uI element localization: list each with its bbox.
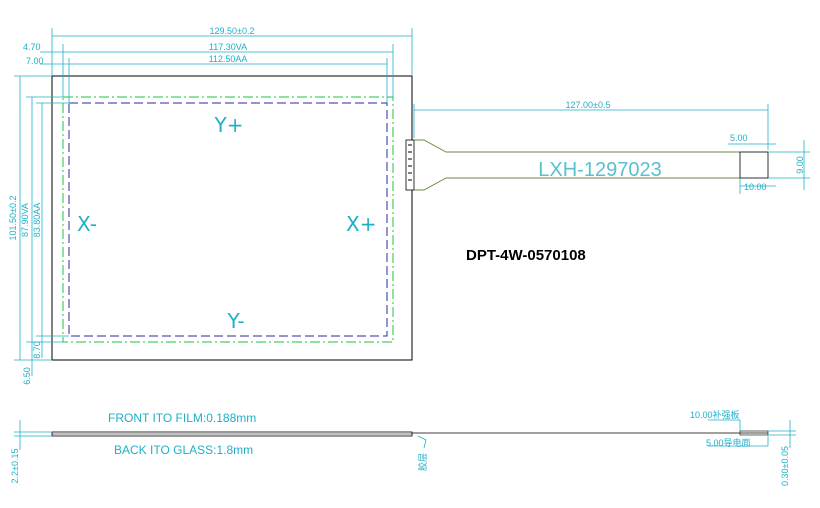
bottom-offset-dim-2: 8.70 bbox=[32, 341, 42, 359]
x-minus-mark: X- bbox=[77, 212, 97, 236]
y-plus-mark: Y+ bbox=[214, 113, 244, 137]
active-area-outline bbox=[68, 102, 388, 337]
left-offset-dim: 7.00 bbox=[26, 56, 44, 66]
stiffener-note: 10.00补强板 bbox=[690, 409, 740, 420]
aa-width-dim: 112.50AA bbox=[209, 54, 248, 64]
tail-dimensions bbox=[413, 104, 810, 194]
tail-end-height-dim: 9.00 bbox=[795, 156, 805, 174]
front-film-label: FRONT ITO FILM:0.188mm bbox=[108, 411, 256, 425]
top-dimensions bbox=[40, 28, 413, 103]
outer-height-dim: 101.50±0.2 bbox=[8, 196, 18, 241]
outer-width-dim: 129.50±0.2 bbox=[210, 26, 255, 36]
total-thickness-dim: 2.2±0.15 bbox=[10, 449, 20, 484]
flex-tail bbox=[405, 139, 769, 191]
side-view bbox=[14, 419, 796, 450]
y-minus-mark: Y- bbox=[226, 309, 244, 333]
part-number: DPT-4W-0570108 bbox=[466, 247, 586, 264]
tail-length-dim: 127.00±0.5 bbox=[566, 100, 611, 110]
tail-label: LXH-1297023 bbox=[538, 159, 661, 181]
top-offset-dim: 4.70 bbox=[23, 42, 41, 52]
adhesive-note: 胶层 bbox=[417, 453, 428, 471]
va-height-dim: 87.90VA bbox=[20, 203, 30, 237]
bottom-offset-dim-1: 6.50 bbox=[22, 367, 32, 385]
aa-height-dim: 83.80AA bbox=[32, 203, 42, 238]
conductive-note: 5.00导电面 bbox=[706, 437, 751, 448]
x-plus-mark: X+ bbox=[346, 212, 376, 236]
panel-outline bbox=[51, 75, 413, 361]
tail-thickness-dim: 0.30±0.05 bbox=[780, 446, 790, 486]
left-dimensions bbox=[14, 75, 69, 376]
tail-end-width-dim: 10.00 bbox=[744, 182, 767, 192]
viewing-area-outline bbox=[62, 96, 394, 343]
tail-end-top-dim: 5.00 bbox=[730, 133, 748, 143]
back-glass-label: BACK ITO GLASS:1.8mm bbox=[114, 443, 253, 457]
va-width-dim: 117.30VA bbox=[209, 42, 247, 52]
